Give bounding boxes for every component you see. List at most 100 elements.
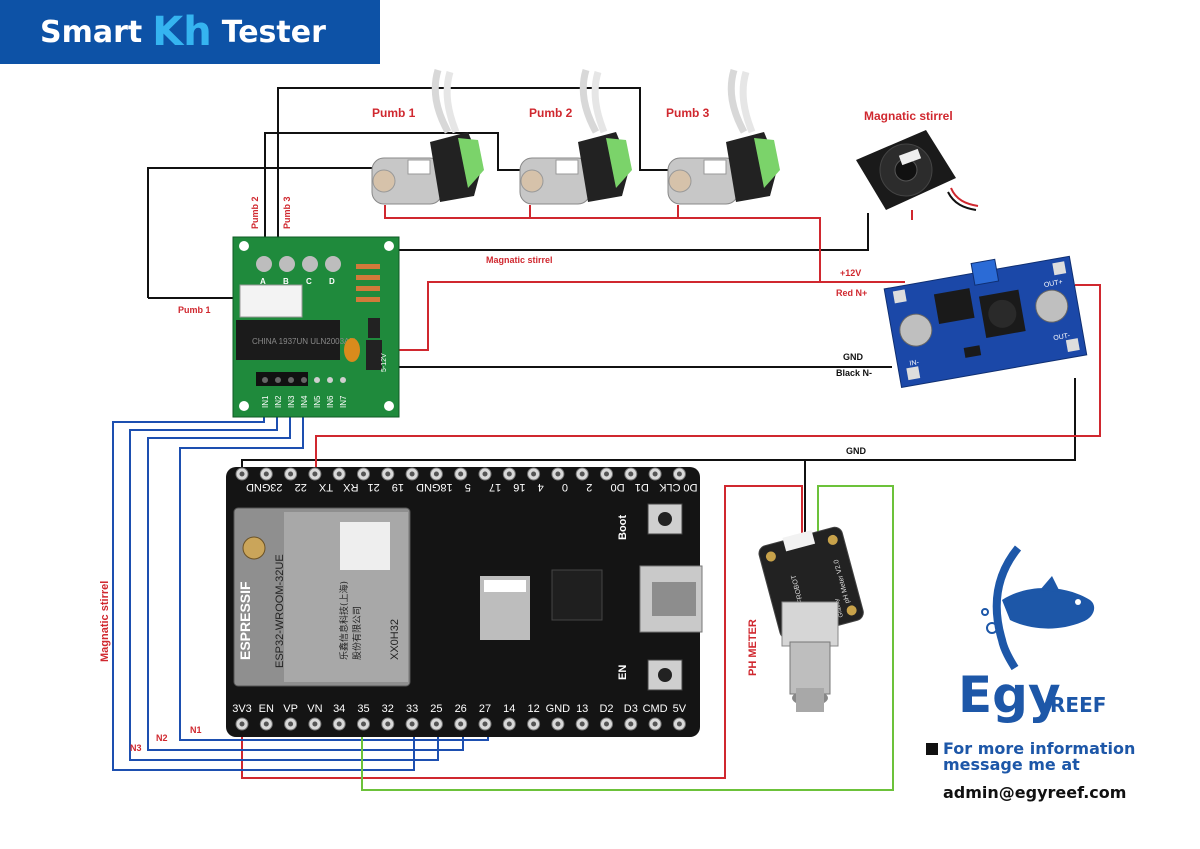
led-b [279,256,295,272]
esp32-top-pin-label: 4 [538,481,544,493]
esp32-bottom-pin-core [676,721,682,727]
resistor-3 [356,286,380,291]
esp32-top-pin-core [579,471,585,477]
esp32-top-pin-label: D1 [635,481,649,493]
buck-inductor-core [988,299,1017,328]
title-smart: Smart [40,14,143,50]
boot-button[interactable] [647,503,683,535]
esp32-top-pin-core [652,471,658,477]
ph-hole-2 [827,534,838,545]
esp32-top-pin-core [361,471,366,477]
esp32-top-pin-label: 22 [295,481,307,493]
wire-pump1 [147,167,372,298]
wire-in4 [179,405,489,741]
driver-pin-label: IN7 [339,395,348,408]
wire-gnd-ph [804,378,1076,540]
resistor-2 [356,275,380,280]
driver-pin-label: IN3 [287,395,296,408]
logo-word-reef: REEF [1050,693,1106,717]
esp32-bottom-pin-core [433,721,439,727]
label-pump-1: Pumb 1 [372,106,416,120]
buck-potentiometer [970,258,1000,286]
esp32-bottom-pin-core [336,721,342,727]
esp32-bottom-pin-core [531,721,537,727]
esp32-top-pin-label: 16 [513,481,525,493]
buck-cap-1 [899,313,933,347]
bnc-connector-end [796,688,824,712]
wire-pump-pos-rail [384,205,821,282]
esp32-board: ESPRESSIF ESP32-WROOM-32UE 乐鑫信息科技(上海) 股份… [226,467,703,737]
buck-in-minus-pad [906,366,921,381]
pump-1-sticker [407,159,431,175]
esp32-top-pin-label: GND [246,481,271,493]
logo-fish-body [992,545,1022,671]
esp32-top-pin-label: TX [318,481,333,493]
wire-in1 [112,405,415,771]
esp32-bottom-pin-core [506,721,512,727]
esp32-top-pin-label: RX [343,481,359,493]
esp32-bottom-pin-label: EN [259,703,274,715]
ph-board-tag: Gravity [834,598,845,618]
esp32-bottom-pin-label: 14 [503,703,515,715]
wire-pump2 [264,132,520,295]
driver-hole-tl [239,241,249,251]
led-a [256,256,272,272]
driver-pin-label: IN6 [326,395,335,408]
logo-fin [1040,576,1060,592]
driver-capacitor [344,338,360,362]
buck-out-minus-pad [1065,338,1080,353]
driver-hole-bl [239,401,249,411]
driver-pin-hole [275,377,281,383]
label-wire-pump-1: Pumb 1 [178,305,211,315]
driver-jumper [368,318,380,338]
fan-black-lead [947,191,977,211]
driver-pin-hole [262,377,268,383]
info-email[interactable]: admin@egyreef.com [943,783,1127,802]
esp32-top-pin-core [506,471,512,477]
esp32-top-pin-core [312,471,318,477]
boot-button-knob [658,512,672,526]
esp32-bottom-pin-core [555,721,561,727]
led-c [302,256,318,272]
esp32-top-pin-label: CLK [658,481,680,493]
esp32-bottom-pin-core [409,721,415,727]
info-bullet [926,743,938,755]
en-button-knob [658,668,672,682]
title-kh: Kh [152,9,212,55]
esp32-bottom-pin-core [312,721,318,727]
fan-sticker [898,148,922,166]
buck-out-plus-label: OUT+ [1043,279,1063,289]
antenna-connector [242,536,266,560]
wire-signal-ph [361,485,894,791]
esp32-bottom-pin-label: D2 [599,703,613,715]
esp32-top-pin-core [288,471,294,477]
boot-label: Boot [617,515,629,540]
esp32-bottom-pin-label: 35 [357,703,369,715]
label-red-n: Red N+ [836,288,867,298]
esp32-bottom-pin-core [458,721,464,727]
esp32-bottom-pin-core [604,721,609,727]
label-plus-12v: +12V [840,268,861,278]
esp32-bottom-pin-label: VP [283,703,298,715]
ph-board-connector [782,530,816,552]
logo-fish [1002,587,1095,629]
esp32-top-pin-label: 0 [562,481,568,493]
pump-3-sticker [703,159,727,175]
label-wire-stirrer: Magnatic stirrel [486,255,553,265]
esp32-top-pin-label: 17 [489,481,501,493]
buck-out-minus-label: OUT- [1053,332,1071,342]
esp32-top-pin-core [433,471,439,477]
module-brand: ESPRESSIF [237,581,253,660]
driver-pin-label: IN1 [261,395,270,408]
led-d [325,256,341,272]
buck-in-plus-pad [892,289,907,304]
driver-power-pins [366,340,382,370]
pump-2-cap [520,169,544,193]
wire-in3 [147,405,464,751]
wire-12v [382,281,905,351]
label-gnd-2: GND [846,446,867,456]
module-line2: 股份有限公司 [351,606,363,660]
buck-cap-2 [1035,289,1069,323]
